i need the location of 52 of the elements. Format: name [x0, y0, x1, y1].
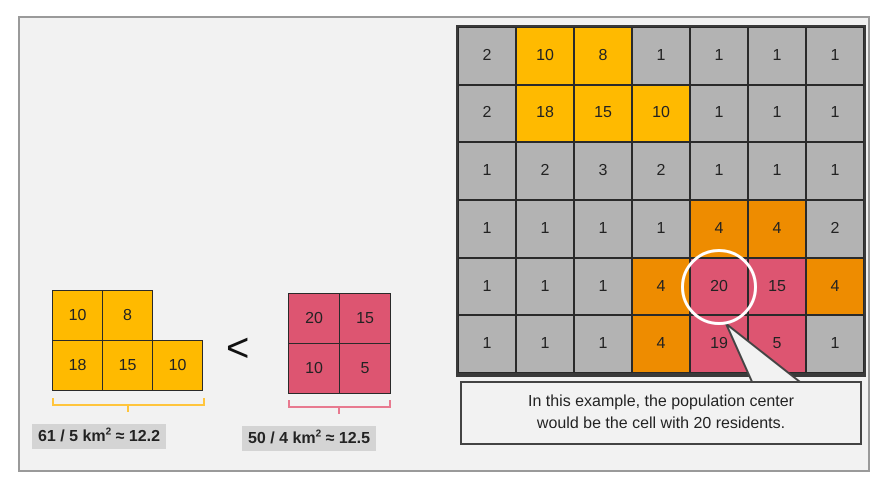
population-cell: 1: [690, 142, 748, 200]
population-cell: 1: [574, 315, 632, 373]
population-cell: 18: [52, 340, 103, 391]
population-cell: 8: [102, 290, 153, 341]
population-cell: 20: [288, 293, 340, 344]
population-cell: 5: [339, 343, 391, 394]
population-cell: 8: [574, 27, 632, 85]
population-cell: 2: [806, 200, 864, 258]
density-formula: 61 / 5 km$^{2}$ ≈ 12.2: [32, 424, 166, 450]
population-cell: 1: [690, 27, 748, 85]
population-cell: 10: [632, 84, 690, 142]
population-cell: 1: [458, 315, 516, 373]
population-cell: 15: [339, 293, 391, 344]
population-cell: 1: [516, 258, 574, 316]
comparison-sign: <: [226, 328, 250, 368]
population-cell: 2: [516, 142, 574, 200]
population-cell: 1: [748, 27, 806, 85]
population-cell: 1: [748, 84, 806, 142]
population-cell: 1: [806, 315, 864, 373]
population-cell: 10: [516, 27, 574, 85]
population-cell: 20: [690, 258, 748, 316]
population-cell: 1: [516, 200, 574, 258]
population-cell: 1: [632, 27, 690, 85]
population-cell: 4: [748, 200, 806, 258]
population-cell: 1: [458, 258, 516, 316]
population-cell: 10: [152, 340, 203, 391]
population-cell: 4: [632, 315, 690, 373]
population-cell: 1: [574, 258, 632, 316]
population-cell: 10: [288, 343, 340, 394]
population-cell: 1: [574, 200, 632, 258]
population-cell: 15: [102, 340, 153, 391]
population-cell: 1: [806, 142, 864, 200]
population-cell: 1: [806, 84, 864, 142]
population-cell: 4: [632, 258, 690, 316]
population-cell: 1: [458, 200, 516, 258]
population-cell: 2: [632, 142, 690, 200]
population-cell: 15: [574, 84, 632, 142]
population-cell: 1: [516, 315, 574, 373]
population-cell: 18: [516, 84, 574, 142]
population-cell: 2: [458, 27, 516, 85]
population-cell: 1: [806, 27, 864, 85]
population-cell: 4: [690, 200, 748, 258]
population-cell: 3: [574, 142, 632, 200]
population-cell: 1: [458, 142, 516, 200]
population-cell: 15: [748, 258, 806, 316]
population-cell: 2: [458, 84, 516, 142]
population-cell: 10: [52, 290, 103, 341]
density-formula: 50 / 4 km$^{2}$ ≈ 12.5: [242, 426, 376, 452]
population-cell: 4: [806, 258, 864, 316]
population-cell: 1: [632, 200, 690, 258]
population-cell: 1: [690, 84, 748, 142]
population-cell: 1: [748, 142, 806, 200]
